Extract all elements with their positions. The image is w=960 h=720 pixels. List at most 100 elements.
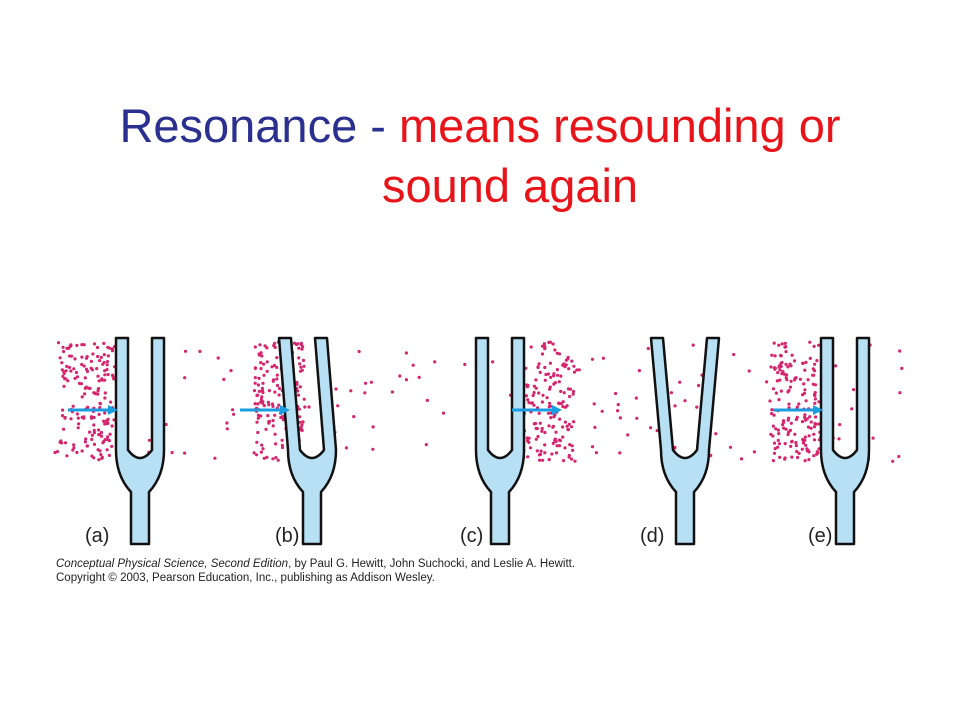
air-particle — [673, 404, 677, 408]
compressed-particle — [543, 451, 547, 455]
compressed-particle — [275, 377, 279, 381]
air-particle — [728, 445, 733, 449]
compressed-particle — [65, 454, 69, 458]
compressed-particle — [84, 437, 88, 441]
air-particle — [222, 377, 226, 381]
compressed-particle — [549, 416, 553, 420]
compressed-particle — [813, 362, 817, 366]
compressed-particle — [106, 354, 110, 358]
compressed-particle — [812, 438, 817, 442]
compressed-particle — [561, 435, 565, 439]
compressed-particle — [563, 446, 567, 450]
compressed-particle — [552, 415, 556, 419]
compressed-particle — [548, 387, 552, 391]
compressed-particle — [571, 389, 576, 394]
compressed-particle — [257, 352, 261, 356]
compressed-particle — [780, 360, 784, 365]
compressed-particle — [528, 446, 533, 450]
compressed-particle — [788, 428, 793, 432]
compressed-particle — [107, 453, 111, 457]
compressed-particle — [540, 426, 544, 431]
compressed-particle — [80, 343, 84, 347]
compressed-particle — [266, 414, 270, 418]
compressed-particle — [551, 425, 555, 429]
compressed-particle — [275, 365, 279, 369]
compressed-particle — [551, 342, 555, 346]
compressed-particle — [76, 416, 80, 420]
compressed-particle — [543, 347, 547, 351]
push-arrow-head — [552, 405, 562, 415]
compressed-particle — [260, 386, 264, 390]
compressed-particle — [778, 378, 782, 382]
compressed-particle — [59, 439, 63, 443]
compressed-particle — [803, 415, 807, 419]
compressed-particle — [256, 413, 260, 417]
compressed-particle — [570, 359, 574, 363]
compressed-particle — [253, 345, 257, 349]
compressed-particle — [281, 414, 285, 418]
compressed-particle — [770, 408, 774, 412]
compressed-particle — [811, 382, 815, 386]
compressed-particle — [546, 372, 551, 376]
compressed-particle — [557, 401, 561, 406]
compressed-particle — [800, 420, 805, 424]
compressed-particle — [76, 426, 80, 430]
compressed-particle — [537, 453, 542, 457]
figure-caption: Conceptual Physical Science, Second Edit… — [56, 557, 575, 585]
compressed-particle — [552, 374, 556, 378]
compressed-particle — [797, 402, 801, 406]
air-particle — [55, 450, 60, 454]
air-particle — [352, 415, 356, 419]
compressed-particle — [98, 402, 102, 406]
compressed-particle — [776, 371, 780, 375]
compressed-particle — [272, 363, 277, 368]
air-particle — [371, 447, 375, 451]
air-particle — [834, 364, 838, 368]
compressed-particle — [297, 407, 301, 411]
compressed-particle — [813, 401, 817, 405]
compressed-particle — [60, 368, 64, 372]
air-particle — [363, 391, 367, 395]
air-particle — [594, 451, 599, 455]
air-particle — [349, 389, 353, 393]
compressed-particle — [71, 404, 75, 408]
air-particle — [752, 450, 757, 454]
compressed-particle — [561, 459, 566, 463]
compressed-particle — [63, 441, 68, 445]
compressed-particle — [280, 443, 284, 447]
compressed-particle — [302, 364, 306, 368]
compressed-particle — [555, 368, 560, 372]
compressed-particle — [531, 393, 535, 398]
compressed-particle — [806, 425, 811, 429]
compressed-particle — [777, 432, 781, 436]
air-particle — [590, 357, 595, 361]
air-particle — [344, 446, 348, 450]
compressed-particle — [267, 403, 271, 407]
air-particle — [771, 459, 776, 463]
compressed-particle — [568, 387, 573, 391]
compressed-particle — [266, 400, 270, 404]
compressed-particle — [771, 387, 776, 391]
compressed-particle — [298, 369, 302, 373]
compressed-particle — [770, 353, 774, 357]
compressed-particle — [543, 378, 547, 382]
air-particle — [491, 360, 495, 364]
compressed-particle — [534, 386, 538, 390]
compressed-particle — [555, 351, 559, 355]
compressed-particle — [542, 342, 547, 346]
compressed-particle — [812, 425, 817, 429]
compressed-particle — [273, 432, 277, 436]
compressed-particle — [110, 444, 114, 448]
compressed-particle — [776, 438, 780, 442]
air-particle — [231, 408, 235, 412]
compressed-particle — [536, 365, 540, 369]
compressed-particle — [774, 391, 779, 395]
compressed-particle — [253, 366, 257, 370]
air-particle — [803, 388, 807, 392]
compressed-particle — [60, 361, 64, 365]
compressed-particle — [261, 447, 265, 451]
air-particle — [404, 378, 408, 382]
air-particle — [695, 405, 699, 409]
compressed-particle — [538, 370, 542, 374]
panel-label: (e) — [808, 525, 832, 547]
